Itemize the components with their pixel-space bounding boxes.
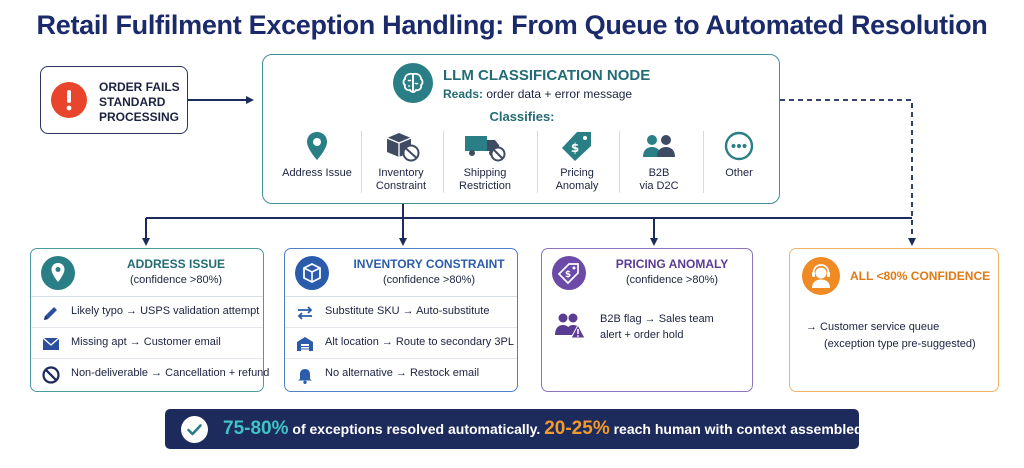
headset-agent-icon [802,257,840,295]
page-title: Retail Fulfilment Exception Handling: Fr… [36,10,988,40]
svg-text:$: $ [565,270,571,280]
llm-reads-text: Reads: order data + error message [443,87,633,101]
address-issue-title: ADDRESS ISSUE [126,257,226,271]
summary-banner: 75-80% of exceptions resolved automatica… [165,409,866,449]
envelope-icon [41,334,61,354]
low-confidence-box: ALL <80% CONFIDENCE → Customer service q… [789,248,999,392]
summary-text: 75-80% of exceptions resolved automatica… [223,418,867,439]
exception-type-note: (exception type pre-suggested) [824,338,976,350]
svg-text:$: $ [571,141,579,155]
list-item: Non-deliverable → Cancellation + refund [31,359,269,390]
check-circle-icon [181,416,208,443]
list-item: Missing apt → Customer email [31,328,263,359]
price-tag-icon: $ [552,256,586,290]
pricing-anomaly-confidence: (confidence >80%) [625,274,719,286]
users-icon [637,129,681,163]
address-issue-confidence: (confidence >80%) [129,274,223,286]
ellipsis-icon [717,129,761,163]
category-divider [537,131,538,193]
llm-classification-node: LLM CLASSIFICATION NODE Reads: order dat… [262,54,780,204]
cube-icon [295,256,329,290]
category-divider [619,131,620,193]
low-confidence-dashed-arrow [780,99,916,246]
box-blocked-icon [379,129,423,163]
pricing-anomaly-header: $ PRICING ANOMALY (confidence >80%) [542,249,752,297]
list-item: Likely typo → USPS validation attempt [31,297,263,328]
order-fails-box: ORDER FAILS STANDARD PROCESSING [40,66,188,134]
truck-blocked-icon [463,129,507,163]
location-pin-icon [41,256,75,290]
pricing-anomaly-action: B2B flag → Sales team alert + order hold [600,313,714,341]
category-other: Other [699,129,779,180]
alert-icon [51,82,87,118]
inventory-constraint-confidence: (confidence >80%) [382,274,476,286]
list-item: No alternative → Restock email [285,359,517,390]
category-divider [703,131,704,193]
low-confidence-title: ALL <80% CONFIDENCE [850,269,991,283]
list-item: Substitute SKU → Auto-substitute [285,297,517,328]
category-divider [361,131,362,193]
category-divider [443,131,444,193]
list-item: Alt location → Route to secondary 3PL [285,328,517,359]
category-address-issue: Address Issue [277,129,357,180]
pricing-anomaly-title: PRICING ANOMALY [615,257,729,271]
order-fails-label: ORDER FAILS STANDARD PROCESSING [99,80,180,124]
customer-service-queue-label: → Customer service queue [806,321,940,333]
pencil-icon [41,303,61,323]
classifies-label: Classifies: [489,109,555,124]
inventory-constraint-title: INVENTORY CONSTRAINT [353,257,505,271]
swap-arrows-icon [295,303,315,323]
location-pin-icon [295,129,339,163]
inventory-constraint-box: INVENTORY CONSTRAINT (confidence >80%) S… [284,248,518,392]
llm-node-title: LLM CLASSIFICATION NODE [443,67,651,84]
users-warning-icon [554,311,586,339]
warehouse-icon [295,334,315,354]
address-issue-header: ADDRESS ISSUE (confidence >80%) [31,249,263,297]
address-issue-box: ADDRESS ISSUE (confidence >80%) Likely t… [30,248,269,392]
brain-icon [393,63,433,103]
price-tag-icon: $ [555,129,599,163]
ban-icon [41,365,61,385]
bell-icon [295,365,315,385]
inventory-constraint-header: INVENTORY CONSTRAINT (confidence >80%) [285,249,517,297]
pricing-anomaly-box: $ PRICING ANOMALY (confidence >80%) B2B … [541,248,753,392]
